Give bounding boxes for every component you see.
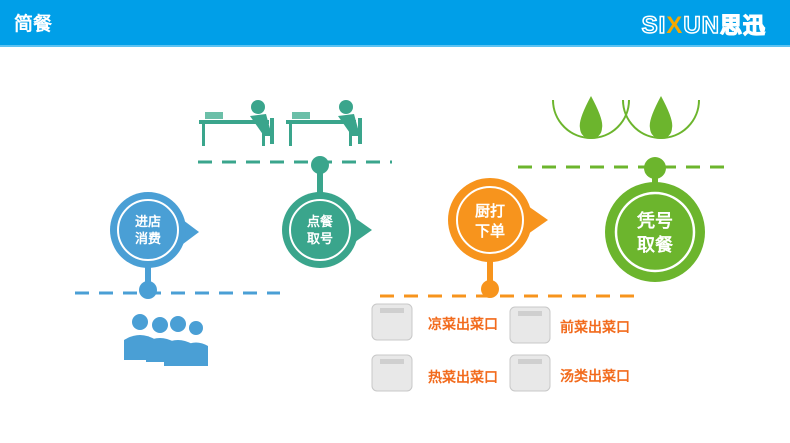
step-kitchen-print: 厨打 下单 <box>448 178 548 298</box>
step-order: 点餐 取号 <box>282 156 372 268</box>
step-label-line2: 取号 <box>307 232 333 247</box>
drop-lamps-icon <box>552 96 700 139</box>
printer-cold-dish: 凉菜出菜口 <box>371 303 498 341</box>
printer-list: 凉菜出菜口 前菜出菜口 热菜出菜口 汤类出菜口 <box>371 303 630 392</box>
printer-hot-dish: 热菜出菜口 <box>371 354 498 392</box>
printer-label: 凉菜出菜口 <box>428 316 498 333</box>
step-pickup: 凭号 取餐 <box>605 157 705 282</box>
step-label-line2: 下单 <box>475 222 505 240</box>
step-label-line2: 消费 <box>135 231 161 247</box>
sixun-logo: SIXUN思迅 <box>641 11 766 40</box>
printer-label: 汤类出菜口 <box>560 368 630 385</box>
office-workers-icon <box>199 100 362 146</box>
step-label-line1: 点餐 <box>307 214 334 230</box>
page-title: 简餐 <box>14 13 53 35</box>
printer-label: 热菜出菜口 <box>428 369 498 386</box>
step-enter-store: 进店 消费 <box>110 192 199 299</box>
step-label-line1: 进店 <box>135 214 161 230</box>
printer-appetizer: 前菜出菜口 <box>509 306 630 344</box>
printer-label: 前菜出菜口 <box>560 319 630 336</box>
printer-soup: 汤类出菜口 <box>509 354 630 392</box>
header-bar: 简餐 SIXUN思迅 <box>0 0 790 47</box>
step-label-line2: 取餐 <box>637 234 674 256</box>
step-label-line1: 凭号 <box>636 210 673 232</box>
customers-icon <box>124 314 208 366</box>
step-label-line1: 厨打 <box>475 202 505 220</box>
